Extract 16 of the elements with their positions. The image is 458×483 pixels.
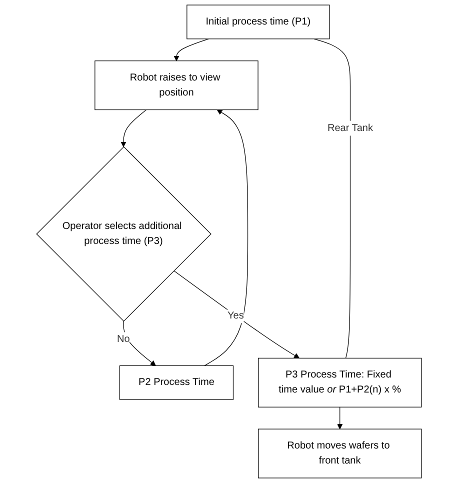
node-box: Robot moves wafers to front tank [258, 428, 422, 478]
edge-label: Yes [228, 310, 244, 321]
connector [314, 38, 351, 358]
arrow [120, 109, 147, 148]
arrow [204, 110, 248, 366]
arrow [174, 38, 209, 62]
node-box: Robot raises to view position [94, 60, 258, 110]
arrow [123, 320, 156, 366]
node-diamond: Operator selects additional process time (P3) [36, 146, 212, 322]
edge-label: No [117, 334, 130, 345]
edge-label: Rear Tank [327, 122, 374, 134]
arrow [337, 406, 343, 430]
node-box: Initial process time (P1) [186, 4, 330, 40]
node-box: P2 Process Time [119, 365, 234, 400]
node-box: P3 Process Time: Fixed time value or P1+P2(n) x % [258, 358, 422, 408]
arrow [174, 270, 300, 358]
